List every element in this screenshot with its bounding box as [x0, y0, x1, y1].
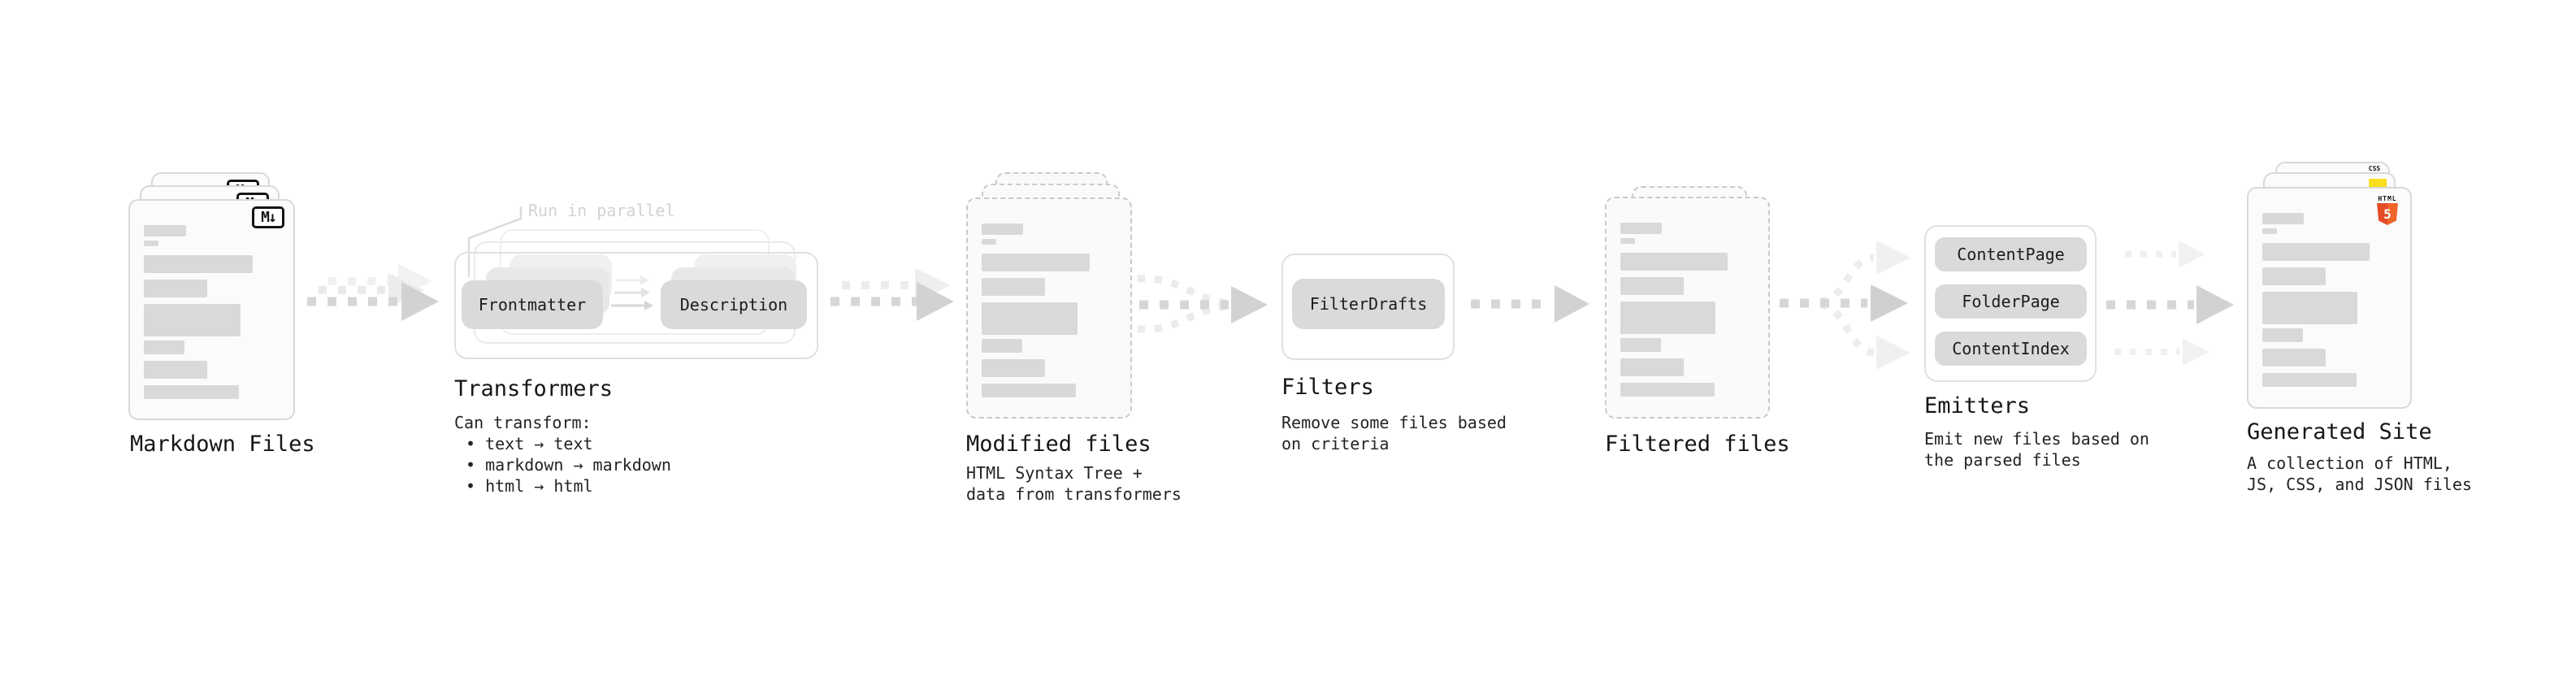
- markdown-file-card-front: M↓: [128, 199, 295, 420]
- emitters-subtitle: Emit new files based on the parsed files: [1924, 429, 2149, 470]
- arrow-filters-to-filtered: [1471, 285, 1589, 323]
- bullet-item: • text → text: [466, 434, 593, 453]
- frontmatter-pill: Frontmatter: [462, 280, 603, 329]
- modified-files-subtitle: HTML Syntax Tree + data from transformer…: [966, 463, 1182, 504]
- generated-site-subtitle: A collection of HTML, JS, CSS, and JSON …: [2247, 453, 2472, 494]
- filters-title: Filters: [1281, 375, 1374, 400]
- document-lines: [144, 225, 280, 399]
- document-lines: [982, 223, 1117, 397]
- markdown-icon: M↓: [252, 206, 284, 228]
- arrow-transformers-to-modified: [830, 268, 954, 321]
- transformers-title: Transformers: [454, 376, 614, 401]
- filtered-file-card-front: [1605, 197, 1770, 419]
- arrow-filtered-to-emitters-split: [1780, 241, 1910, 370]
- filters-subtitle: Remove some files based on criteria: [1281, 413, 1507, 453]
- generated-file-card-front: HTML 5: [2247, 187, 2412, 409]
- description-pill: Description: [661, 280, 807, 329]
- folderpage-pill: FolderPage: [1935, 284, 2087, 319]
- arrow-markdown-to-transformers: [307, 264, 439, 321]
- emitters-title: Emitters: [1924, 393, 2031, 419]
- filterdrafts-pill: FilterDrafts: [1292, 279, 1445, 329]
- transformers-bullet-list: • text → text • markdown → markdown • ht…: [466, 433, 671, 497]
- arrow-modified-to-filters-merge: [1137, 275, 1268, 333]
- js-icon: [2369, 179, 2387, 189]
- modified-file-card-front: [966, 197, 1132, 419]
- bullet-item: • html → html: [466, 476, 593, 496]
- arrows-emitters-to-generated: [2106, 241, 2234, 366]
- document-lines: [2262, 213, 2396, 387]
- modified-files-title: Modified files: [966, 432, 1151, 457]
- html5-icon: HTML 5: [2374, 195, 2401, 225]
- bullet-item: • markdown → markdown: [466, 455, 671, 475]
- run-in-parallel-label: Run in parallel: [528, 201, 675, 220]
- generated-site-title: Generated Site: [2247, 419, 2432, 445]
- transformers-caption: Can transform:: [454, 413, 592, 432]
- contentpage-pill: ContentPage: [1935, 237, 2087, 271]
- transformers-box: [454, 252, 818, 359]
- filtered-files-title: Filtered files: [1605, 432, 1790, 457]
- contentindex-pill: ContentIndex: [1935, 332, 2087, 366]
- markdown-files-title: Markdown Files: [130, 432, 315, 457]
- document-lines: [1620, 223, 1754, 397]
